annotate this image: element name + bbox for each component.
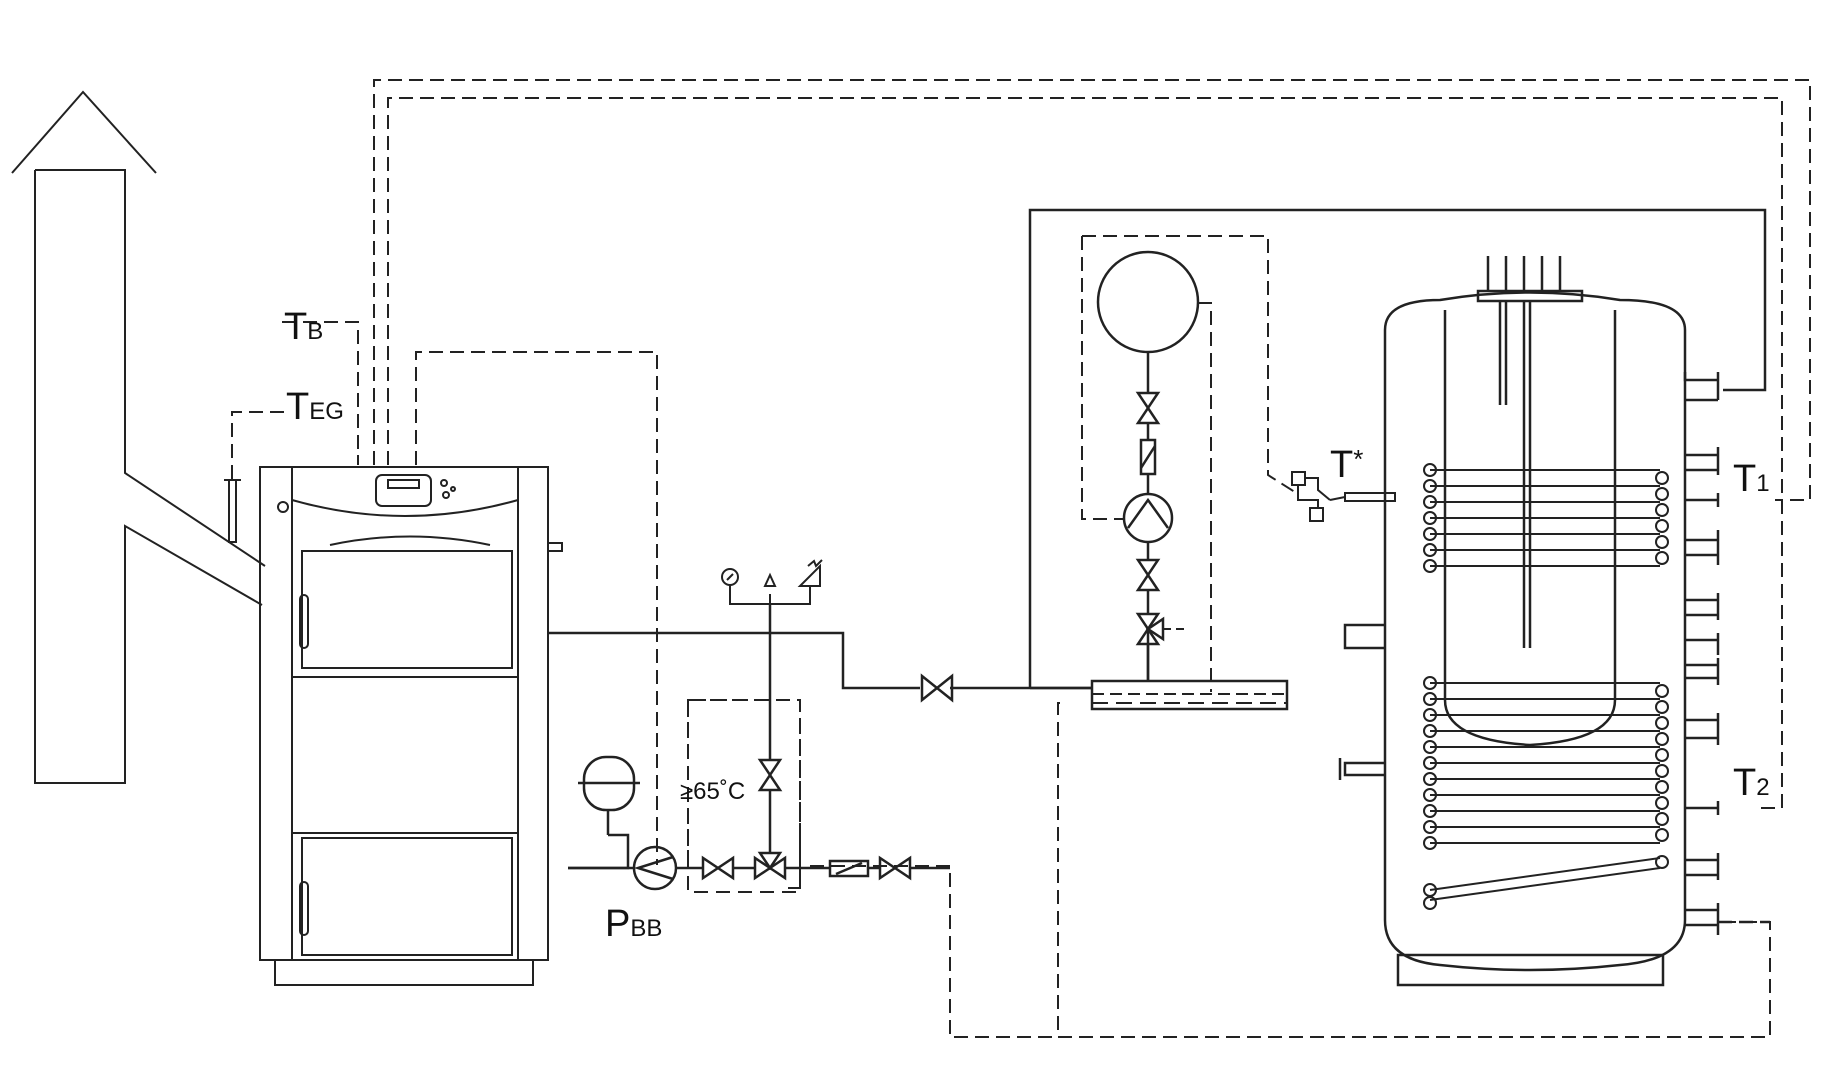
label-pbb: PBB [605, 903, 663, 945]
return-piping [568, 833, 950, 881]
supply-piping [548, 208, 1767, 690]
buffer-tank [1338, 256, 1687, 987]
label-t2: T2 [1733, 762, 1770, 804]
boiler-pump-symbol [632, 845, 678, 891]
label-teg: TEG [286, 386, 344, 428]
tank-connections [1683, 372, 1720, 935]
tstar-sensor [1291, 471, 1396, 522]
label-tb: TB [284, 306, 324, 348]
heating-circuit [1096, 250, 1200, 681]
label-tstar: T* [1330, 444, 1364, 486]
mixing-valve-box [687, 699, 801, 893]
expansion-vessel [578, 755, 640, 835]
hydraulic-header [1090, 679, 1289, 711]
control-wiring [231, 79, 1811, 1038]
chimney-arrow [11, 90, 266, 784]
supply-valve [920, 673, 954, 703]
lower-heat-exchanger-coil [1423, 676, 1669, 910]
solid-fuel-boiler [259, 455, 563, 986]
label-t1: T1 [1733, 458, 1770, 500]
label-temp-limit: ≥65˚C [680, 778, 746, 805]
safety-group [721, 559, 823, 633]
upper-heat-exchanger-coil [1423, 463, 1669, 573]
flue-gas-sensor [224, 479, 241, 543]
return-bypass [757, 604, 783, 871]
